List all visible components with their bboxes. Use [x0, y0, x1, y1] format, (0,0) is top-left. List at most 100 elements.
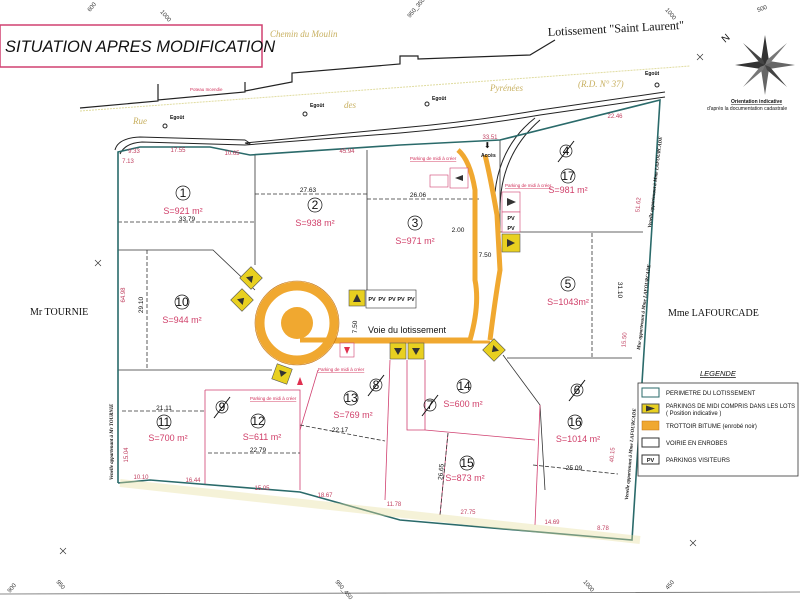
sewer-icon [424, 101, 430, 107]
parking-note: Parking de midi à créer [318, 367, 365, 372]
svg-text:PARKINGS DE MIDI COMPRIS DANS: PARKINGS DE MIDI COMPRIS DANS LES LOTS [666, 404, 795, 410]
legend-item-parking: PARKINGS DE MIDI COMPRIS DANS LES LOTS( … [641, 403, 795, 417]
svg-text:2: 2 [312, 198, 319, 212]
svg-text:950: 950 [54, 579, 65, 591]
svg-text:9.33: 9.33 [128, 149, 140, 155]
svg-text:7.50: 7.50 [352, 320, 359, 333]
parking-lot-5 [501, 233, 521, 253]
svg-text:11.78: 11.78 [387, 502, 402, 508]
parking-note: Parking de midi à créer [505, 183, 552, 188]
acces-label: Accès [481, 153, 496, 159]
parking-lot-16 [482, 338, 506, 362]
svg-text:TROTTOIR BITUME (enrobé noir): TROTTOIR BITUME (enrobé noir) [666, 424, 757, 430]
pv-label: PV [407, 297, 415, 303]
svg-text:14.69: 14.69 [544, 520, 560, 526]
svg-text:S=921 m²: S=921 m² [163, 206, 202, 216]
road-label-des: des [344, 100, 356, 110]
lot-parkings [230, 233, 521, 385]
lot-labels: 1S=921 m² 2S=938 m² 3S=971 m² 5S=1043m² … [148, 168, 600, 483]
svg-text:25.09: 25.09 [566, 465, 583, 472]
svg-text:51.62: 51.62 [635, 197, 642, 213]
svg-text:21.11: 21.11 [156, 405, 172, 412]
svg-text:16.44: 16.44 [185, 478, 201, 484]
svg-text:900: 900 [7, 582, 18, 594]
svg-text:S=611 m²: S=611 m² [243, 432, 282, 442]
svg-text:10.10: 10.10 [133, 475, 149, 481]
compass-caption-2: d'après la documentation cadastrale [707, 106, 787, 112]
legend-item-road: VOIRIE EN ENROBES [641, 437, 727, 448]
parking-lot-11 [271, 363, 293, 385]
svg-text:17.55: 17.55 [170, 148, 186, 154]
pv-label: PV [378, 297, 386, 303]
road-label-rue: Rue [132, 116, 147, 126]
perimeter-line [117, 98, 661, 541]
svg-text:12: 12 [251, 414, 265, 428]
road-rd37 [79, 39, 691, 211]
svg-text:950_350: 950_350 [407, 0, 427, 19]
svg-text:27.63: 27.63 [300, 187, 317, 194]
lot-11: 11S=700 m² [148, 414, 188, 443]
svg-text:S=1014 m²: S=1014 m² [556, 434, 600, 444]
svg-text:29.10: 29.10 [138, 296, 145, 313]
svg-text:11: 11 [158, 415, 171, 429]
sewer-icon [162, 123, 168, 129]
compass-caption-1: Orientation indicative [731, 99, 782, 105]
svg-text:15.50: 15.50 [621, 332, 628, 348]
svg-text:3: 3 [412, 216, 419, 230]
svg-text:15.05: 15.05 [254, 486, 270, 492]
parking-to-create: Parking de midi à créer Parking de midi … [250, 156, 552, 401]
internal-road [254, 148, 503, 366]
svg-text:S=600 m²: S=600 m² [443, 399, 482, 409]
pv-label: PV [397, 297, 405, 303]
egout-label: Egoût [645, 71, 659, 77]
svg-text:600: 600 [87, 1, 98, 13]
poteau-label: Poteau Incendie [190, 87, 223, 92]
north-letter: N [720, 32, 733, 45]
survey-markers [59, 53, 704, 555]
removed-lot-4: 4 [557, 140, 575, 163]
parking-lot-14-a [389, 342, 407, 360]
svg-text:45.94: 45.94 [339, 149, 355, 155]
svg-text:31.10: 31.10 [616, 282, 623, 299]
parking-lot-14-b [407, 342, 425, 360]
plan-title: SITUATION APRES MODIFICATION [5, 38, 275, 56]
lot-14: 14S=600 m² [443, 378, 483, 409]
title-box: SITUATION APRES MODIFICATION [0, 24, 275, 68]
svg-text:1000: 1000 [581, 579, 595, 594]
road-label-rd: (R.D. N° 37) [578, 79, 624, 89]
south-road-verge [119, 479, 641, 544]
legend-title: LEGENDE [700, 369, 737, 378]
svg-text:S=1043m²: S=1043m² [547, 297, 589, 307]
svg-text:15: 15 [460, 456, 474, 470]
svg-text:10.65: 10.65 [224, 151, 240, 157]
svg-text:22.46: 22.46 [607, 114, 623, 120]
legend-item-perimeter: PERIMETRE DU LOTISSEMENT [641, 387, 756, 398]
lot-15: 15S=873 m² [445, 455, 485, 483]
svg-text:450: 450 [665, 579, 676, 591]
svg-text:13: 13 [344, 391, 358, 405]
svg-text:1000: 1000 [158, 9, 172, 24]
svg-text:17: 17 [561, 169, 575, 183]
lot-12: 12S=611 m² [243, 413, 282, 442]
pv-label: PV [388, 297, 396, 303]
acces-arrow-icon: ⬇ [484, 141, 491, 150]
svg-text:VOIRIE EN ENROBES: VOIRIE EN ENROBES [666, 441, 727, 447]
project-name: Lotissement "Saint Laurent" [547, 18, 684, 39]
roundabout-island [281, 307, 313, 339]
parking-lot-10-a [239, 266, 263, 290]
parking-lot-3 [348, 289, 366, 307]
svg-text:PERIMETRE DU LOTISSEMENT: PERIMETRE DU LOTISSEMENT [666, 391, 756, 397]
svg-text:26.65: 26.65 [437, 463, 445, 480]
svg-text:8.78: 8.78 [597, 526, 609, 532]
egout-label: Egoût [432, 96, 446, 102]
egout-label: Egoût [310, 103, 324, 109]
svg-text:PARKINGS VISITEURS: PARKINGS VISITEURS [666, 458, 730, 464]
lot-16: 16S=1014 m² [556, 414, 600, 444]
svg-text:PV: PV [647, 458, 655, 464]
svg-text:1: 1 [180, 186, 187, 200]
svg-text:5: 5 [565, 277, 572, 291]
svg-text:7.13: 7.13 [122, 159, 134, 165]
svg-text:S=944 m²: S=944 m² [162, 315, 201, 325]
svg-text:950_450: 950_450 [333, 579, 353, 600]
svg-text:S=971 m²: S=971 m² [395, 236, 434, 246]
